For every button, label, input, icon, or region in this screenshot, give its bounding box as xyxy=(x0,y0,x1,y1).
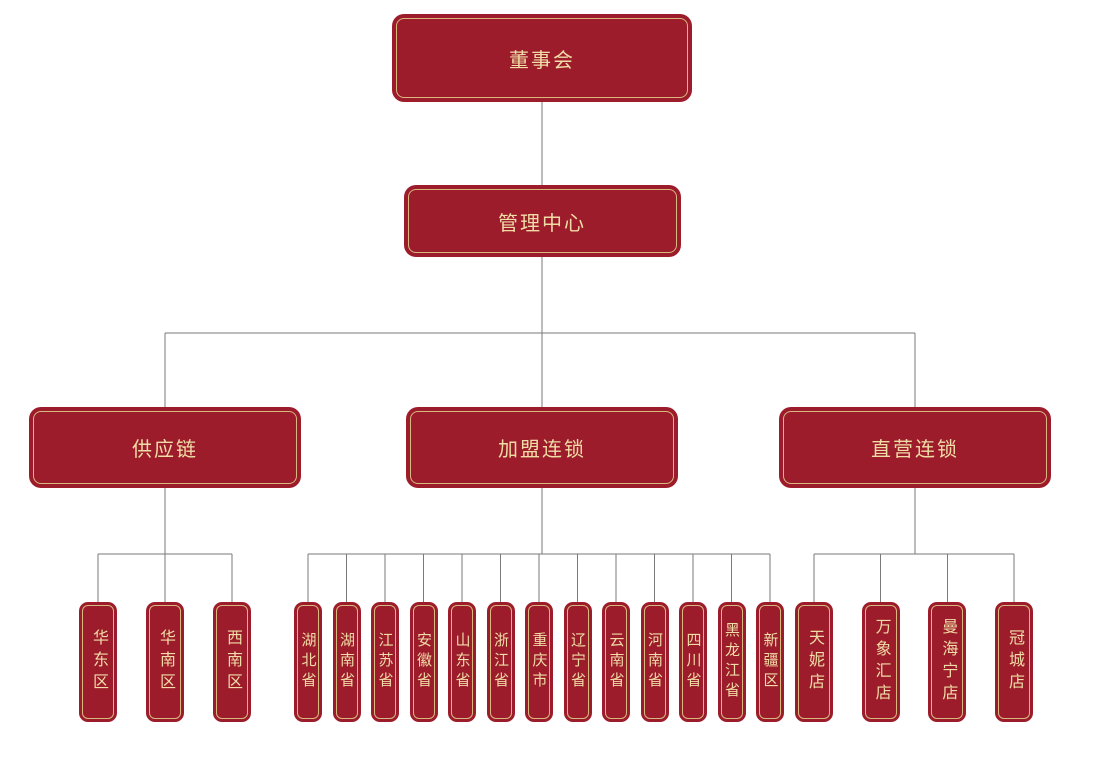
org-node-supply-chain-label: 供应链 xyxy=(132,439,198,461)
org-leaf-node-label: 黑龙江省 xyxy=(723,622,740,702)
org-leaf-node: 湖北省 xyxy=(294,602,322,722)
org-leaf-node-label: 湖南省 xyxy=(338,632,355,692)
org-leaf-node-label: 山东省 xyxy=(453,632,471,692)
org-leaf-node-label: 万象汇店 xyxy=(872,618,890,706)
org-leaf-node-label: 浙江省 xyxy=(492,632,509,692)
org-node-franchise-chain-label: 加盟连锁 xyxy=(498,439,586,461)
org-leaf-node-label: 华南区 xyxy=(157,629,174,695)
org-leaf-node: 新疆区 xyxy=(756,602,784,722)
org-leaf-node-label: 江苏省 xyxy=(376,632,394,692)
org-leaf-node-label: 重庆市 xyxy=(530,632,548,692)
org-leaf-node-label: 天妮店 xyxy=(806,629,823,695)
org-node-management-center: 管理中心 xyxy=(403,185,681,257)
org-leaf-node: 山东省 xyxy=(448,602,476,722)
org-leaf-node: 华东区 xyxy=(79,602,117,722)
org-node-direct-chain: 直营连锁 xyxy=(779,407,1051,488)
org-leaf-node-label: 新疆区 xyxy=(761,632,779,692)
org-leaf-node-label: 华东区 xyxy=(90,629,107,695)
org-node-direct-chain-label: 直营连锁 xyxy=(871,439,959,461)
connector-path xyxy=(97,102,1015,602)
org-leaf-node-label: 湖北省 xyxy=(299,632,317,692)
org-leaf-node: 河南省 xyxy=(640,602,669,722)
org-leaf-node-label: 西南区 xyxy=(224,629,241,695)
org-leaf-node: 江苏省 xyxy=(371,602,399,722)
org-leaf-node: 华南区 xyxy=(146,602,184,722)
org-leaf-node-label: 四川省 xyxy=(684,632,702,692)
org-leaf-node: 重庆市 xyxy=(525,602,553,722)
org-leaf-node: 四川省 xyxy=(679,602,707,722)
org-leaf-node: 黑龙江省 xyxy=(717,602,746,722)
org-leaf-node: 安徽省 xyxy=(409,602,438,722)
org-leaf-node-label: 曼海宁店 xyxy=(939,618,957,706)
org-leaf-node: 云南省 xyxy=(602,602,630,722)
org-leaf-node: 西南区 xyxy=(213,602,251,722)
org-leaf-node-label: 冠城店 xyxy=(1006,629,1023,695)
org-leaf-node: 浙江省 xyxy=(486,602,515,722)
org-node-board-label: 董事会 xyxy=(509,49,575,72)
org-leaf-node: 曼海宁店 xyxy=(928,602,967,722)
org-leaf-node-label: 辽宁省 xyxy=(569,632,586,692)
org-node-board: 董事会 xyxy=(392,14,692,102)
org-leaf-node: 湖南省 xyxy=(332,602,361,722)
org-node-franchise-chain: 加盟连锁 xyxy=(406,407,678,488)
org-node-supply-chain: 供应链 xyxy=(29,407,301,488)
org-leaf-node: 天妮店 xyxy=(795,602,833,722)
org-leaf-node-label: 云南省 xyxy=(607,632,625,692)
org-leaf-node-label: 河南省 xyxy=(646,632,663,692)
org-node-management-center-label: 管理中心 xyxy=(498,212,586,235)
org-leaf-node: 辽宁省 xyxy=(563,602,592,722)
org-leaf-node-label: 安徽省 xyxy=(415,632,432,692)
org-leaf-node: 冠城店 xyxy=(995,602,1033,722)
org-leaf-node: 万象汇店 xyxy=(861,602,900,722)
